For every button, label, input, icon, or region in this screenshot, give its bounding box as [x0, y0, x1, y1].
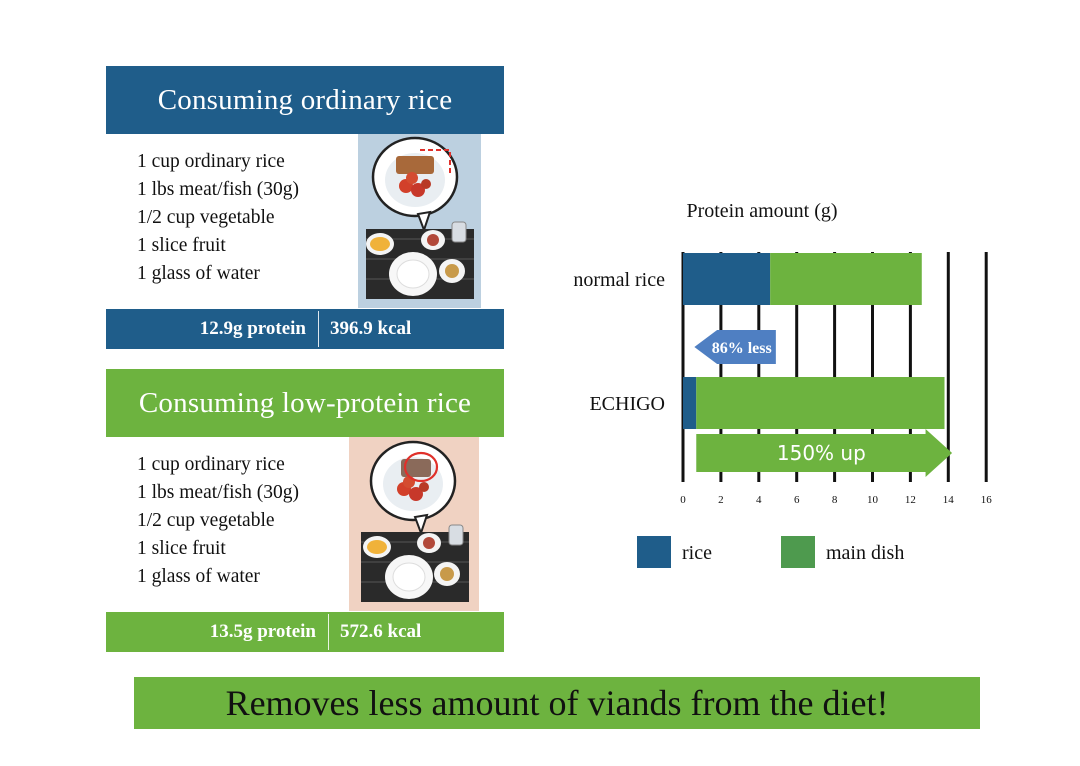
protein-chart: Protein amount (g) 0 2 4 6 8 10 12 14 16 normal ri…	[573, 200, 993, 568]
low-protein-kcal: 572.6 kcal	[340, 621, 422, 642]
x-tick-label: 10	[867, 494, 879, 506]
low-protein-meal-photo	[349, 437, 479, 611]
bar-rice-normal	[683, 253, 771, 305]
list-item: 1 cup ordinary rice	[137, 454, 285, 475]
conclusion-text: Removes less amount of viands from the d…	[225, 683, 889, 723]
list-item: 1 cup ordinary rice	[137, 151, 285, 172]
low-protein-stats-bar: 13.5g protein 572.6 kcal	[106, 612, 504, 652]
chart-title: Protein amount (g)	[686, 200, 837, 222]
list-item: 1 lbs meat/fish (30g)	[137, 482, 299, 503]
stats-divider	[328, 614, 329, 650]
low-protein-protein: 13.5g protein	[209, 621, 316, 642]
list-item: 1 slice fruit	[137, 235, 226, 256]
x-tick-label: 8	[832, 494, 838, 506]
legend-label-main-dish: main dish	[826, 542, 904, 564]
x-tick-label: 2	[718, 494, 724, 506]
legend-label-rice: rice	[682, 542, 712, 564]
ordinary-meal-photo	[358, 134, 481, 308]
category-label: ECHIGO	[589, 393, 665, 415]
arrow-up-icon	[696, 429, 953, 477]
ordinary-panel-title: Consuming ordinary rice	[106, 66, 504, 134]
bar-rice-echigo	[683, 377, 697, 429]
list-item: 1 lbs meat/fish (30g)	[137, 179, 299, 200]
low-protein-items-list: 1 cup ordinary rice 1 lbs meat/fish (30g…	[137, 451, 299, 591]
annotation-less: 86% less	[712, 340, 772, 357]
bar-main-dish-normal	[770, 253, 922, 305]
stats-divider	[318, 311, 319, 347]
ordinary-items-list: 1 cup ordinary rice 1 lbs meat/fish (30g…	[137, 148, 299, 288]
x-tick-label: 4	[756, 494, 762, 506]
low-protein-title-text: Consuming low-protein rice	[138, 386, 472, 419]
legend-swatch-rice	[637, 536, 671, 568]
arrow-less-icon	[694, 330, 776, 364]
conclusion-banner: Removes less amount of viands from the d…	[134, 677, 980, 729]
x-tick-label: 0	[680, 494, 686, 506]
x-tick-label: 12	[905, 494, 916, 506]
annotation-up: 150% up	[777, 441, 866, 465]
low-protein-panel-title: Consuming low-protein rice	[106, 369, 504, 437]
ordinary-title-text: Consuming ordinary rice	[157, 83, 453, 116]
x-tick-label: 6	[794, 494, 800, 506]
list-item: 1/2 cup vegetable	[137, 510, 275, 531]
ordinary-protein: 12.9g protein	[199, 318, 306, 339]
list-item: 1 glass of water	[137, 263, 260, 284]
bar-main-dish-echigo	[696, 377, 945, 429]
x-tick-label: 16	[981, 494, 993, 506]
legend-swatch-main-dish	[781, 536, 815, 568]
category-label: normal rice	[573, 269, 665, 291]
x-tick-label: 14	[943, 494, 955, 506]
list-item: 1/2 cup vegetable	[137, 207, 275, 228]
ordinary-stats-bar: 12.9g protein 396.9 kcal	[106, 309, 504, 349]
ordinary-kcal: 396.9 kcal	[330, 318, 412, 339]
list-item: 1 slice fruit	[137, 538, 226, 559]
list-item: 1 glass of water	[137, 566, 260, 587]
